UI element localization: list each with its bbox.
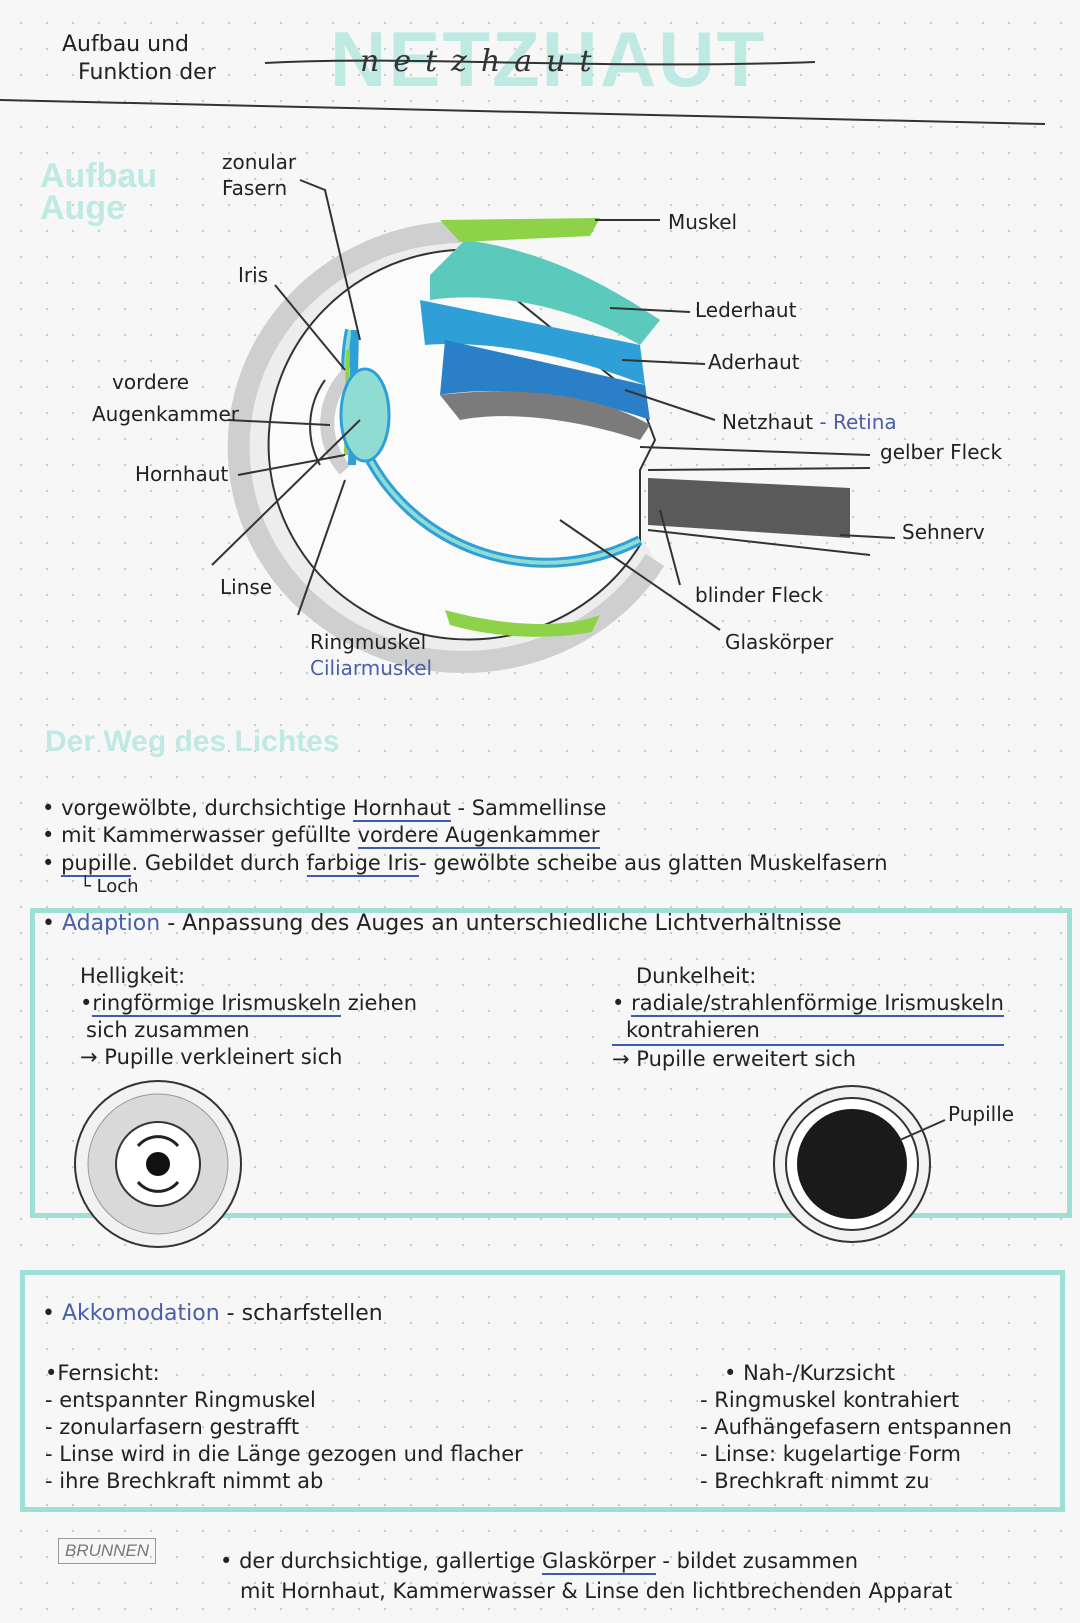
label-linse: Linse	[220, 575, 273, 599]
akkomodation-box	[20, 1270, 1065, 1512]
label-iris: Iris	[238, 263, 269, 287]
adaption-right: Dunkelheit: • radiale/strahlenförmige Ir…	[612, 964, 1004, 1071]
label-muskel: Muskel	[668, 210, 738, 234]
footer-line2: mit Hornhaut, Kammerwasser & Linse den l…	[240, 1579, 953, 1603]
eye-bright	[74, 1080, 242, 1248]
bullet-2: • mit Kammerwasser gefüllte vordere Auge…	[42, 823, 600, 849]
bullet-3: • pupille. Gebildet durch farbige Iris- …	[42, 851, 888, 877]
label-fasern: Fasern	[222, 176, 288, 200]
label-netzhaut: Netzhaut - Retina	[722, 410, 897, 434]
akkomodation-right: • Nah-/Kurzsicht - Ringmuskel kontrahier…	[700, 1361, 1012, 1493]
lederhaut-layer	[430, 240, 660, 345]
loch-note: └ Loch	[80, 876, 139, 897]
label-glaskoerper: Glaskörper	[725, 630, 834, 654]
muscle-top	[440, 218, 600, 242]
adaption-left: Helligkeit: •ringförmige Irismuskeln zie…	[80, 964, 418, 1069]
netzhaut-layer	[440, 391, 650, 440]
label-augenkammer: Augenkammer	[92, 402, 240, 426]
pointer-lines	[211, 179, 896, 631]
label-gelber-fleck: gelber Fleck	[880, 440, 1003, 464]
label-lederhaut: Lederhaut	[695, 298, 797, 322]
label-hornhaut: Hornhaut	[135, 462, 229, 486]
label-zonular: zonular	[222, 150, 297, 174]
cornea	[320, 364, 357, 475]
bullet-1: • vorgewölbte, durchsichtige Hornhaut - …	[42, 796, 607, 822]
lens	[339, 367, 391, 463]
label-blinder-fleck: blinder Fleck	[695, 583, 824, 607]
akkomodation-left: •Fernsicht: - entspannter Ringmuskel - z…	[45, 1361, 523, 1493]
brand-logo: BRUNNEN	[58, 1538, 157, 1564]
footer-line1: • der durchsichtige, gallertige Glaskörp…	[220, 1549, 859, 1575]
header-subtitle-line1: Aufbau und	[62, 32, 189, 57]
label-sehnerv: Sehnerv	[902, 520, 985, 544]
aderhaut-layer	[420, 300, 645, 385]
label-ciliarmuskel: Ciliarmuskel	[310, 656, 433, 680]
akkomodation-heading: • Akkomodation - scharfstellen	[42, 1301, 383, 1326]
label-aderhaut: Aderhaut	[708, 350, 800, 374]
optic-nerve	[648, 478, 850, 538]
adaption-heading: • Adaption - Anpassung des Auges an unte…	[42, 911, 842, 936]
label-ringmuskel: Ringmuskel	[310, 630, 427, 654]
eye-dark	[773, 1085, 946, 1243]
muscle-bottom	[445, 610, 600, 637]
label-vordere: vordere	[112, 370, 190, 394]
section-heading-weg: Der Weg des Lichtes	[45, 725, 340, 758]
header-subtitle-line2: Funktion der	[78, 60, 216, 85]
page-title-highlight: NETZHAUT	[330, 15, 767, 103]
adaption-box	[30, 908, 1072, 1218]
label-pupille: Pupille	[948, 1102, 1015, 1126]
section-heading-aufbau: Aufbau Auge	[40, 157, 158, 227]
